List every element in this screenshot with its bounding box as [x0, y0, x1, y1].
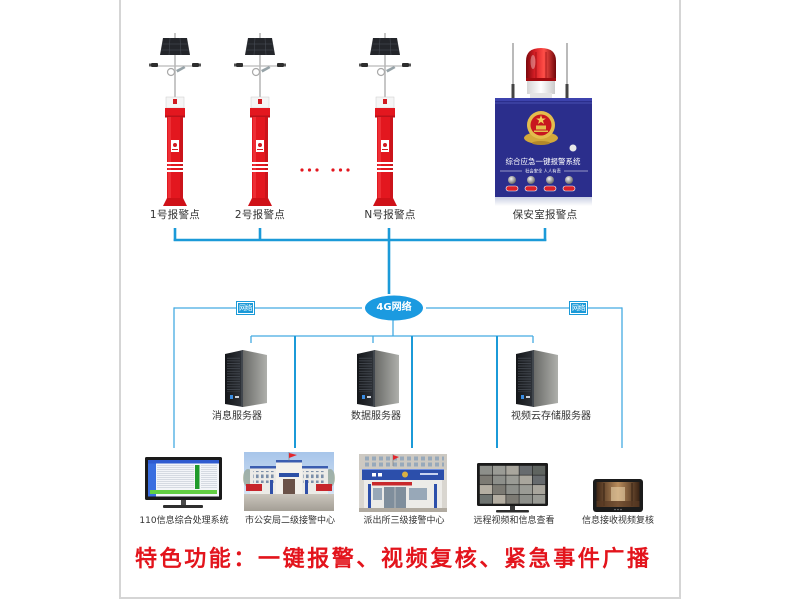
cctv-tile [479, 485, 493, 495]
terminal-tablet-review-label: 信息接收视频复核 [581, 516, 655, 526]
4g-network-hub [365, 295, 423, 321]
terminal-city-bureau-label: 市公安局二级接警中心 [244, 516, 336, 526]
police-emblem-icon [524, 111, 558, 145]
panel-button-1-icon [508, 176, 516, 184]
message-server-icon [224, 349, 268, 408]
cctv-tile-grid [479, 465, 546, 504]
network-link-tag-right: 网络 [569, 301, 588, 315]
terminal-remote-video-label: 远程视频和信息查看 [473, 516, 555, 526]
alarm-point-links [173, 228, 547, 294]
data-server-label: 数据服务器 [351, 411, 401, 422]
antenna-icon [511, 43, 569, 98]
cctv-tile [493, 465, 506, 475]
remote-video-monitor-icon [477, 463, 548, 513]
alarm-point-n-label: N号报警点 [364, 209, 416, 221]
police-station-photo [359, 454, 447, 512]
alarm-point-1-label: 1号报警点 [149, 209, 201, 221]
panel-buttons [505, 176, 576, 192]
cctv-tile [519, 465, 532, 475]
network-links [173, 307, 623, 448]
video-storage-server-label: 视频云存储服务器 [511, 411, 591, 422]
terminal-110-system-label: 110信息综合处理系统 [139, 516, 229, 526]
flag-icon [393, 455, 399, 460]
cctv-tile [479, 494, 493, 504]
more-points-ellipsis [300, 168, 350, 172]
features-banner: 特色功能：一键报警、视频复核、紧急事件广播 [135, 547, 652, 572]
4g-network-label: 4G网络 [376, 302, 412, 313]
alarm-point-2-label: 2号报警点 [234, 209, 286, 221]
city-police-bureau-photo [243, 452, 335, 511]
cctv-tile [493, 494, 506, 504]
cctv-tile [506, 485, 519, 495]
image-frame [119, 0, 681, 599]
warning-beacon-icon [526, 48, 556, 98]
panel-button-4-icon [565, 176, 573, 184]
alarm-pole-n-icon [358, 32, 412, 207]
cctv-tile [532, 494, 546, 504]
alarm-pole-1-icon [148, 32, 202, 207]
flag-icon [289, 453, 297, 458]
message-server-label: 消息服务器 [212, 411, 262, 422]
cctv-tile [506, 494, 519, 504]
security-room-label: 保安室报警点 [512, 209, 578, 221]
cctv-tile [493, 485, 506, 495]
cctv-tile [479, 475, 493, 485]
video-storage-server-icon [515, 349, 559, 408]
panel-button-3-icon [546, 176, 554, 184]
cctv-tile [493, 475, 506, 485]
cctv-tile [519, 475, 532, 485]
cctv-tile [479, 465, 493, 475]
panel-title: 综合应急一键报警系统 [506, 156, 581, 166]
cctv-tile [506, 475, 519, 485]
security-room-alarm-box: 综合应急一键报警系统 社会安全 人人有责 [495, 43, 592, 206]
tablet-video-review-icon [593, 479, 643, 512]
cctv-tile [506, 465, 519, 475]
cctv-tile [532, 475, 546, 485]
cctv-tile [532, 465, 546, 475]
panel-slogan: 社会安全 人人有责 [525, 168, 561, 175]
network-link-tag-left: 网络 [236, 301, 255, 315]
status-light-icon [569, 144, 577, 152]
monitor-110-system-icon [145, 457, 222, 508]
panel-button-2-icon [527, 176, 535, 184]
cctv-tile [519, 485, 532, 495]
cctv-tile [532, 485, 546, 495]
data-server-icon [356, 349, 400, 408]
alarm-pole-2-icon [233, 32, 287, 207]
cctv-tile [519, 494, 532, 504]
terminal-police-station-label: 派出所三级接警中心 [363, 516, 445, 526]
